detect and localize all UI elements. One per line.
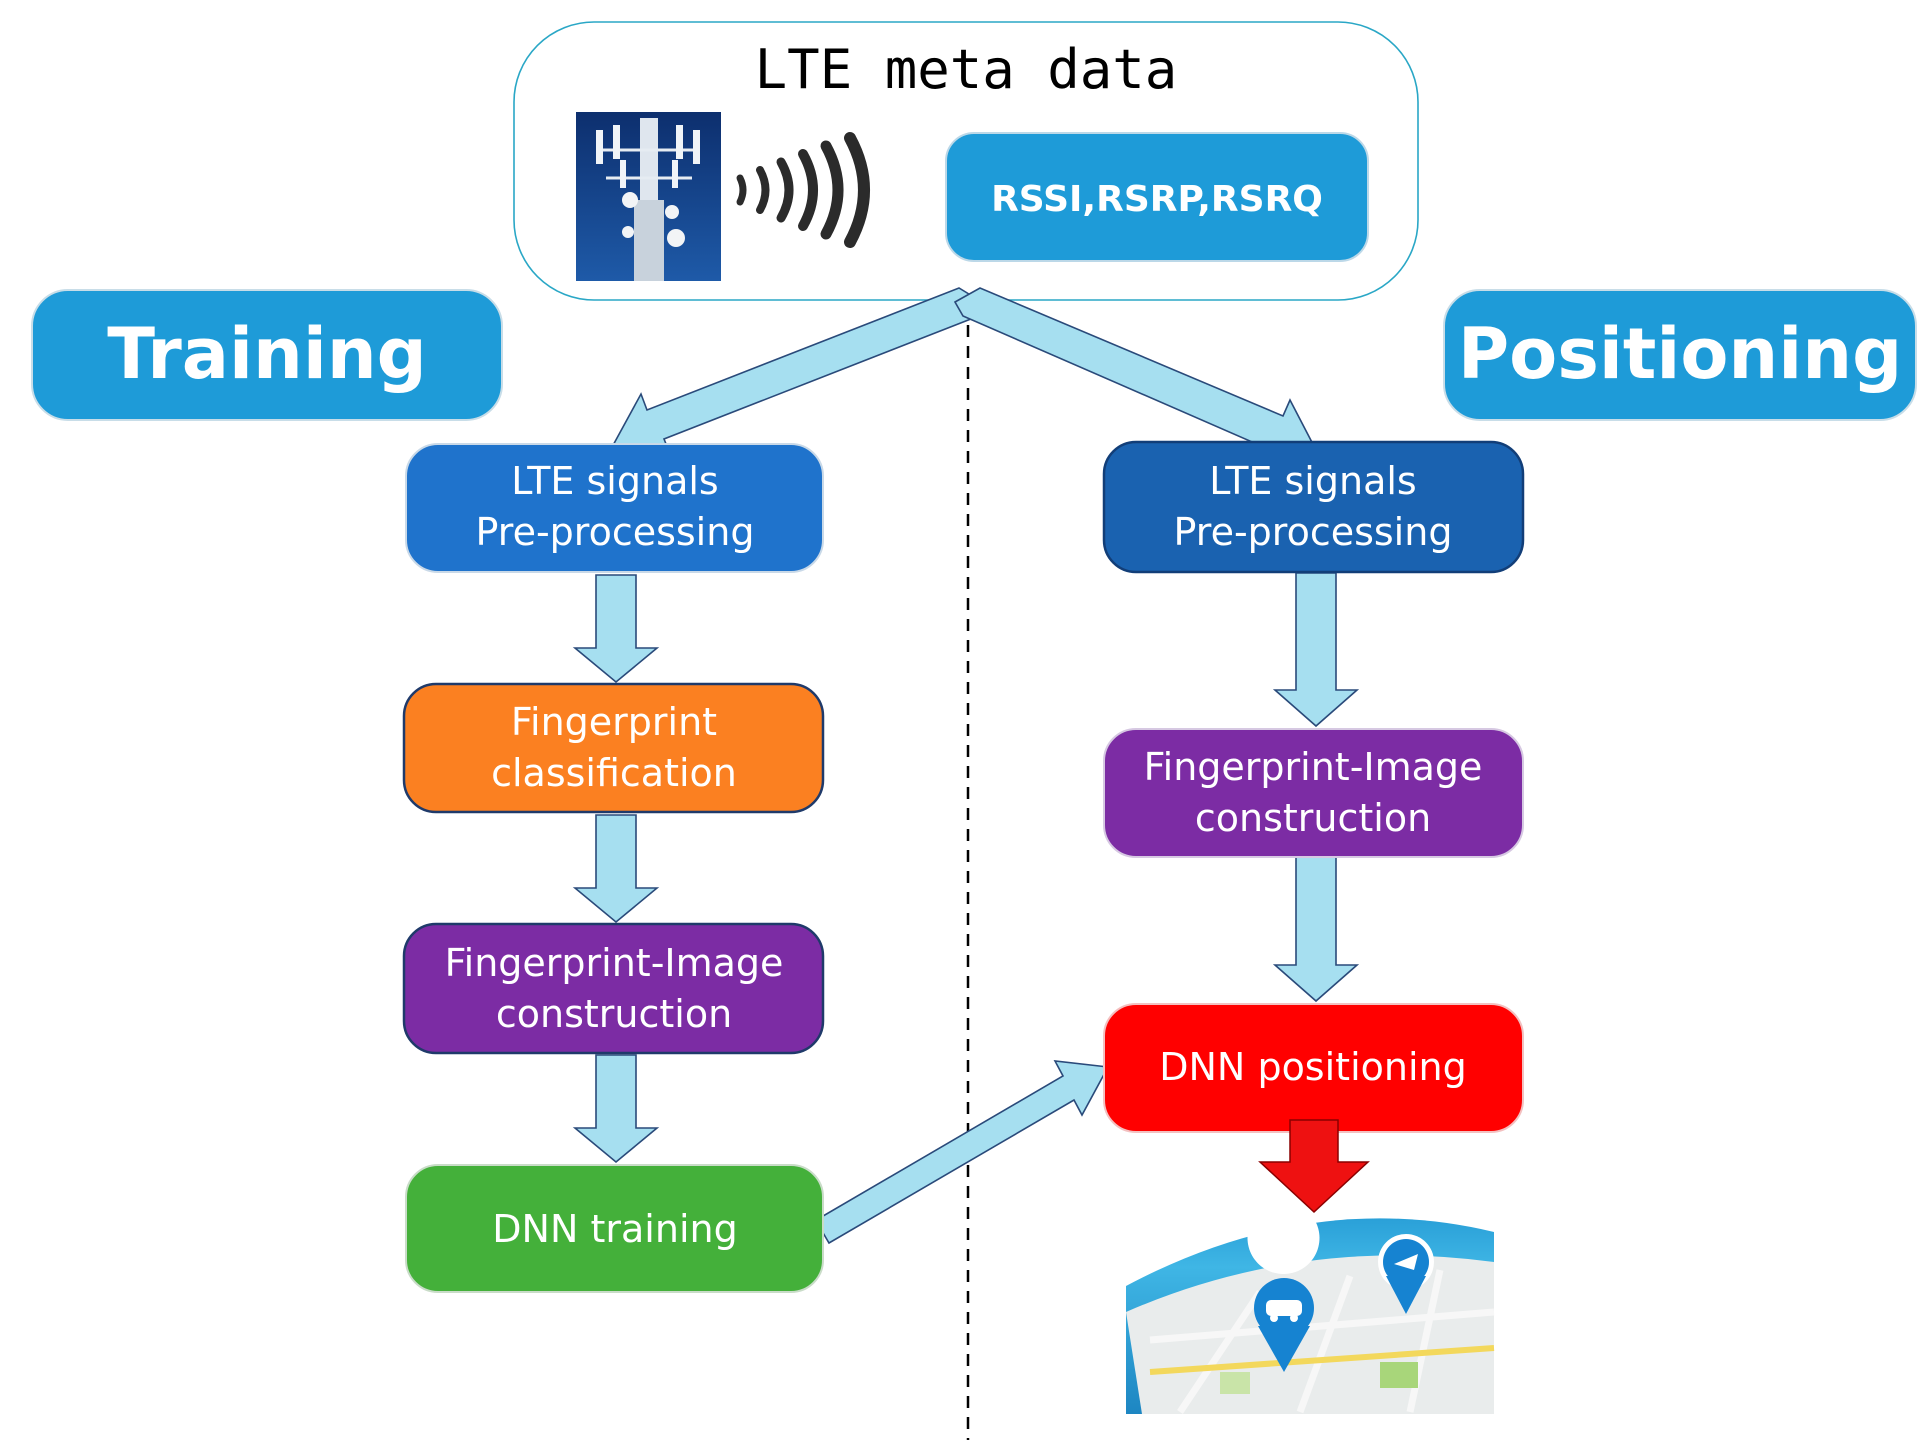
- arrow-train-1: [572, 574, 660, 684]
- train-preprocess-box: [405, 443, 824, 573]
- pos-image-construction-line1: Fingerprint-Image: [1144, 745, 1483, 789]
- training-header-label: Training: [107, 313, 427, 395]
- train-preprocess-line2: Pre-processing: [476, 510, 755, 554]
- train-image-construction-box: [402, 922, 825, 1055]
- pos-image-construction-box: [1103, 728, 1524, 858]
- arrow-to-result: [1258, 1119, 1370, 1214]
- pos-preprocess-line1: LTE signals: [1209, 459, 1416, 503]
- pos-preprocess-box: [1102, 440, 1525, 574]
- training-header: [31, 289, 503, 421]
- arrow-train-2: [572, 814, 660, 924]
- location-map-icon: [1126, 1202, 1495, 1414]
- dnn-positioning-label: DNN positioning: [1159, 1045, 1466, 1089]
- signals-badge: [945, 132, 1369, 262]
- dnn-training-box: [405, 1164, 824, 1293]
- train-classification-line2: classification: [491, 751, 737, 795]
- train-image-construction-line2: construction: [496, 992, 732, 1036]
- meta-panel-title: LTE meta data: [755, 38, 1178, 101]
- pos-preprocess-line2: Pre-processing: [1174, 510, 1453, 554]
- signals-label: RSSI,RSRP,RSRQ: [991, 179, 1323, 220]
- pos-image-construction-line2: construction: [1195, 796, 1431, 840]
- signal-waves-icon: [736, 132, 870, 248]
- dnn-training-label: DNN training: [492, 1207, 737, 1251]
- train-preprocess-line1: LTE signals: [511, 459, 718, 503]
- positioning-header-label: Positioning: [1458, 313, 1902, 395]
- train-classification-line1: Fingerprint: [511, 700, 717, 744]
- arrow-pos-1: [1272, 572, 1360, 728]
- arrow-pos-2: [1272, 856, 1360, 1003]
- arrow-to-training: [609, 287, 983, 457]
- train-image-construction-line1: Fingerprint-Image: [445, 941, 784, 985]
- positioning-header: [1443, 289, 1917, 421]
- train-classification-box: [402, 682, 825, 814]
- cell-tower-icon: [576, 112, 721, 281]
- arrow-train-to-positioning: [811, 1060, 1110, 1245]
- arrow-to-positioning: [953, 287, 1319, 468]
- arrow-train-3: [572, 1054, 660, 1164]
